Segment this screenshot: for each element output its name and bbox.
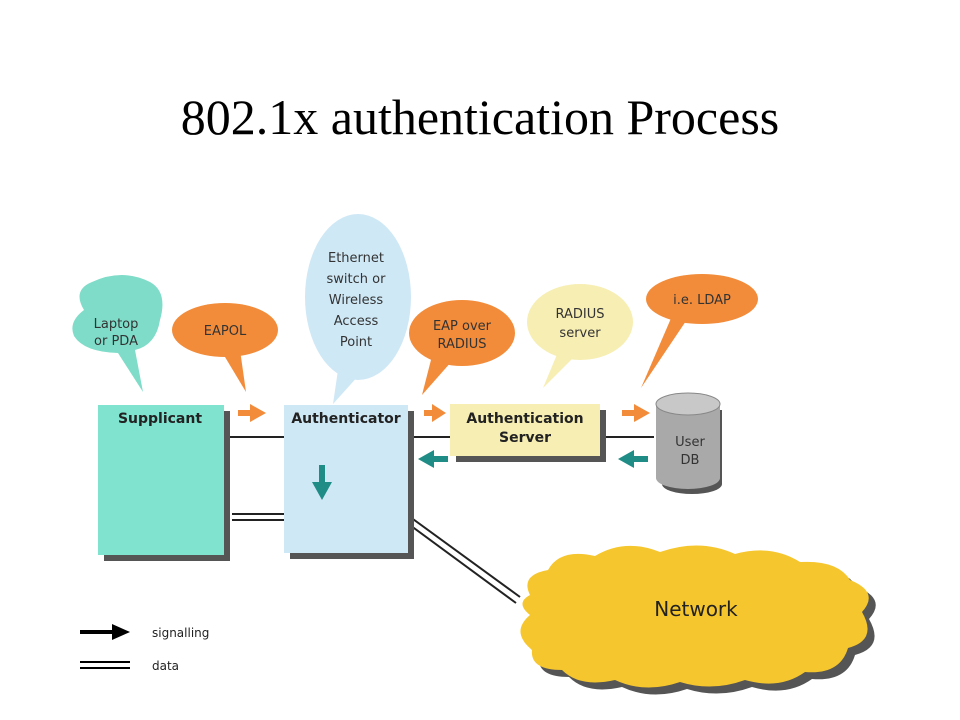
bubble-device-line1: Ethernet	[328, 251, 384, 266]
user-db-line1: User	[675, 435, 705, 450]
legend-signalling: signalling	[80, 624, 209, 640]
authenticator-node: Authenticator	[284, 405, 414, 559]
authenticator-label: Authenticator	[291, 411, 400, 427]
auth-server-line2: Server	[499, 430, 551, 446]
supplicant-node: Supplicant	[98, 405, 230, 561]
supplicant-label: Supplicant	[118, 411, 202, 427]
bubble-ldap: i.e. LDAP	[641, 274, 758, 388]
network-cloud: Network	[520, 545, 876, 695]
auth-server-node: Authentication Server	[450, 404, 606, 462]
legend-signalling-label: signalling	[152, 626, 209, 640]
page-title: 802.1x authentication Process	[180, 89, 780, 145]
legend: signalling data	[80, 624, 209, 673]
user-db-line2: DB	[681, 453, 700, 468]
bubble-laptop-line1: Laptop	[94, 317, 139, 332]
network-label: Network	[654, 597, 738, 621]
arrow-right-icon	[238, 404, 266, 422]
bubble-laptop-or-pda: Laptop or PDA	[72, 275, 163, 392]
bubble-device-line4: Access	[334, 314, 379, 329]
bubble-device-line3: Wireless	[329, 293, 384, 308]
bubble-radius-line2: server	[559, 326, 601, 341]
arrow-left-icon	[618, 450, 648, 468]
bubble-ldap-label: i.e. LDAP	[673, 293, 731, 308]
legend-data: data	[80, 659, 179, 673]
bubble-eap-over-radius: EAP over RADIUS	[409, 300, 515, 395]
down-arrow-icon	[312, 482, 332, 500]
bubble-device-line2: switch or	[327, 272, 387, 287]
bubble-device-line5: Point	[340, 335, 372, 350]
bubble-eapol: EAPOL	[172, 303, 278, 392]
user-db-node: User DB	[655, 392, 722, 494]
bubble-eap-line1: EAP over	[433, 319, 492, 334]
bubble-eap-line2: RADIUS	[437, 337, 486, 352]
bubble-eapol-label: EAPOL	[204, 324, 247, 339]
auth-server-line1: Authentication	[466, 411, 583, 427]
arrow-right-icon	[622, 404, 650, 422]
bubble-radius-server: RADIUS server	[527, 284, 633, 388]
bubble-authenticator-device: Ethernet switch or Wireless Access Point	[305, 214, 411, 404]
arrow-right-icon	[424, 404, 446, 422]
legend-data-label: data	[152, 659, 179, 673]
response-arrows	[418, 450, 648, 468]
bubble-laptop-line2: or PDA	[94, 334, 138, 349]
arrow-left-icon	[418, 450, 448, 468]
bubble-radius-line1: RADIUS	[555, 307, 604, 322]
request-arrows	[238, 404, 650, 422]
